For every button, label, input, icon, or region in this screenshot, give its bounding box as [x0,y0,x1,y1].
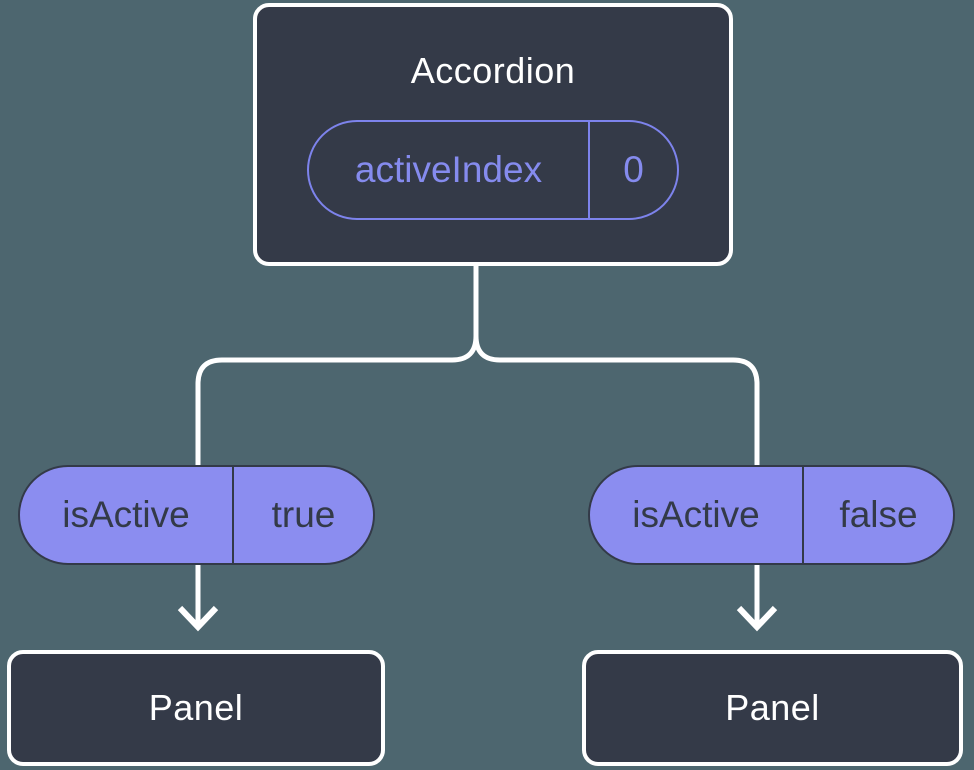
connector-right-branch [473,262,760,466]
prop-value: true [271,494,336,535]
prop-value: false [839,494,918,535]
left-arrow-head-icon [177,605,219,632]
prop-pill-left: isActive true [18,465,375,565]
state-pill: activeIndex 0 [307,120,679,220]
connector-left-branch [195,262,479,466]
panel-label: Panel [725,687,820,728]
right-arrow-head-icon [736,605,778,632]
panel-label: Panel [148,687,244,728]
state-value: 0 [623,149,644,190]
prop-pill-right: isActive false [588,465,955,565]
accordion-title: Accordion [410,50,576,91]
panel-node-right: Panel [582,650,963,766]
prop-name: isActive [20,467,234,563]
state-name: activeIndex [309,122,590,218]
accordion-node: Accordion activeIndex 0 [253,3,733,266]
prop-name: isActive [590,467,804,563]
panel-node-left: Panel [7,650,385,766]
